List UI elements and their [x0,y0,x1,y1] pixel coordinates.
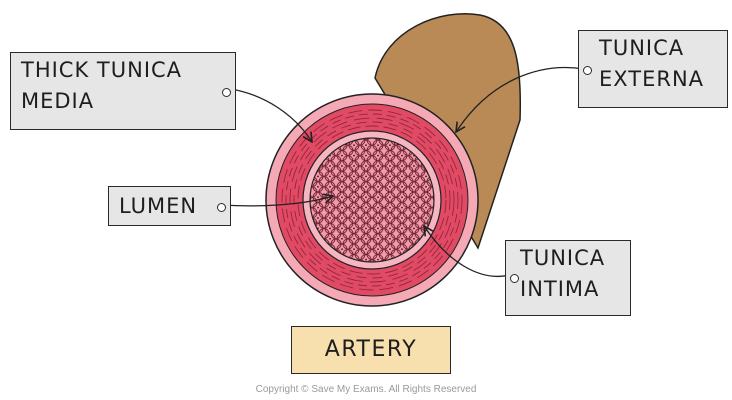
label-lumen: LUMEN [108,186,231,226]
label-thick-tunica-media: THICK TUNICA MEDIA [10,52,236,130]
label-tunica-externa: TUNICA EXTERNA [578,30,728,108]
diagram-title: ARTERY [291,326,451,374]
label-tunica-intima: TUNICA INTIMA [505,240,631,316]
label-tunica-intima-line-2: INTIMA [520,274,618,305]
copyright-notice: Copyright © Save My Exams. All Rights Re… [0,384,732,395]
label-tunica-externa-line-2: EXTERNA [599,64,715,95]
lumen [310,138,434,262]
label-lumen-text: LUMEN [119,189,218,223]
tag-hole-icon [510,274,519,283]
tag-hole-icon [222,88,231,97]
label-thick-tunica-media-line-2: MEDIA [21,86,223,117]
tag-hole-icon [217,203,226,212]
tag-hole-icon [583,66,592,75]
label-tunica-externa-line-1: TUNICA [599,33,715,64]
label-tunica-intima-line-1: TUNICA [520,243,618,274]
label-thick-tunica-media-line-1: THICK TUNICA [21,55,223,86]
